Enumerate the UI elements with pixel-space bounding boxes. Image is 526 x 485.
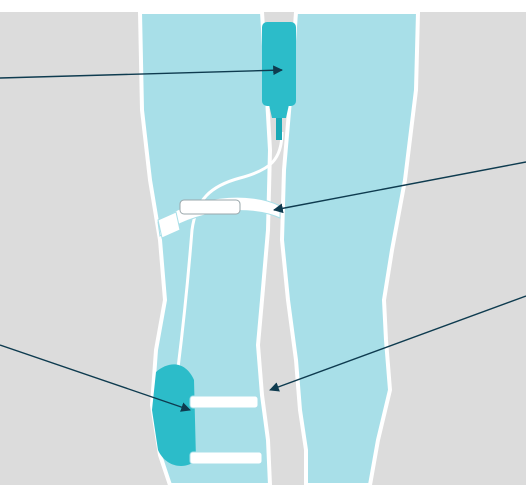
catheter-leg-bag-diagram (0, 0, 526, 485)
diagram-canvas (0, 0, 526, 485)
